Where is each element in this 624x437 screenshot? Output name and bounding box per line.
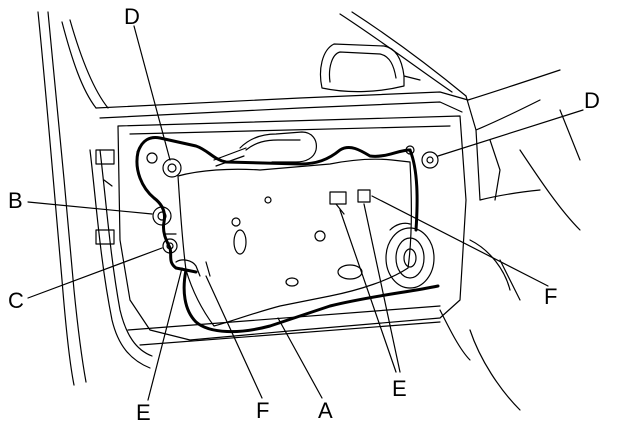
callout-a: A bbox=[318, 398, 333, 423]
clip-b bbox=[153, 207, 171, 225]
callout-b: B bbox=[8, 188, 23, 213]
hinges bbox=[96, 150, 114, 244]
callout-e-right: E bbox=[392, 376, 407, 401]
speaker bbox=[386, 223, 434, 288]
callout-d-top: D bbox=[124, 4, 140, 29]
callout-c: C bbox=[8, 288, 24, 313]
side-mirror bbox=[321, 44, 421, 92]
callout-f-bottom: F bbox=[256, 398, 270, 423]
body-right bbox=[440, 70, 580, 410]
callout-f-right: F bbox=[544, 284, 558, 309]
trim-opening bbox=[178, 159, 411, 326]
connectors-e bbox=[330, 190, 370, 214]
callout-e-bottom: E bbox=[136, 400, 151, 425]
callout-d-right: D bbox=[584, 88, 600, 113]
leader-lines bbox=[28, 26, 583, 400]
panel-holes bbox=[232, 197, 362, 286]
wire-harness bbox=[137, 138, 438, 332]
door-frame-left bbox=[38, 12, 152, 385]
clip-c bbox=[163, 234, 177, 253]
window-frame bbox=[96, 12, 480, 200]
clip-d-left bbox=[147, 153, 181, 177]
clip-f-lower bbox=[176, 260, 210, 276]
clip-d-right bbox=[406, 146, 438, 168]
